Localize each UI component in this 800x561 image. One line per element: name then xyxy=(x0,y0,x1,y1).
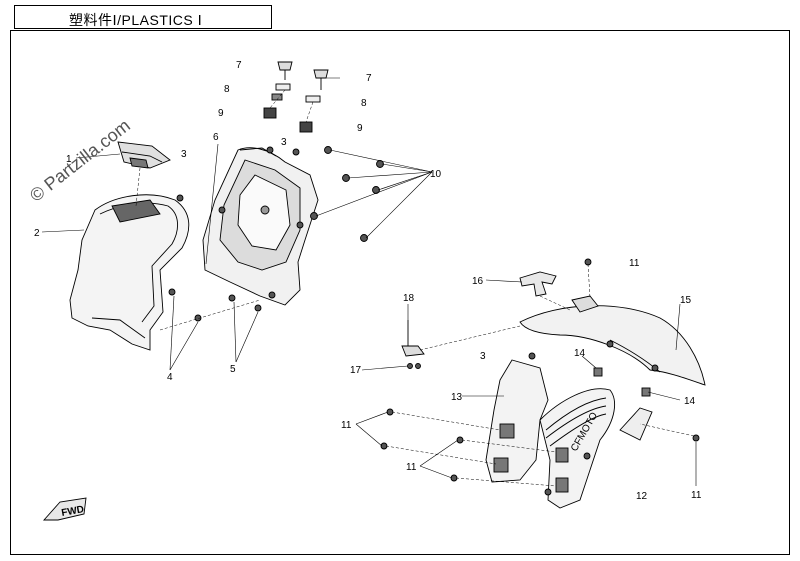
callout-10: 10 xyxy=(430,169,442,180)
part-1-cap[interactable] xyxy=(117,141,171,169)
part-16-bracket[interactable] xyxy=(519,271,557,297)
diagram-title: 塑料件Ⅰ/PLASTICS Ⅰ xyxy=(69,12,203,28)
part-17-screw[interactable] xyxy=(407,363,421,369)
callout-11a: 11 xyxy=(629,258,640,269)
callout-17: 17 xyxy=(350,365,362,376)
callout-14b: 14 xyxy=(684,396,696,407)
callout-12: 12 xyxy=(636,491,648,502)
callout-9a: 9 xyxy=(218,108,224,119)
assembly-lines xyxy=(135,89,695,487)
callout-14a: 14 xyxy=(574,348,586,359)
callout-15: 15 xyxy=(680,295,692,306)
callout-2: 2 xyxy=(34,228,40,239)
callout-16: 16 xyxy=(472,276,484,287)
callout-3b: 3 xyxy=(281,137,287,148)
part-12-right-fork-guard[interactable] xyxy=(539,388,653,509)
callout-9b: 9 xyxy=(357,123,363,134)
callout-11c: 11 xyxy=(406,462,417,473)
fwd-arrow-icon xyxy=(42,497,87,521)
diagram-frame xyxy=(10,30,790,555)
part-13-left-fork-guard[interactable] xyxy=(485,359,549,483)
part-18-clip[interactable] xyxy=(401,320,425,357)
title-box: 塑料件Ⅰ/PLASTICS Ⅰ xyxy=(14,5,272,29)
callout-1: 1 xyxy=(66,154,72,165)
callout-7a: 7 xyxy=(236,60,242,71)
callout-3c: 3 xyxy=(480,351,486,362)
callout-3a: 3 xyxy=(181,149,187,160)
part-6-headlight-housing[interactable] xyxy=(202,147,319,306)
callout-4: 4 xyxy=(167,372,173,383)
callout-8b: 8 xyxy=(361,98,367,109)
leader-lines xyxy=(41,77,697,486)
callout-11b: 11 xyxy=(341,420,352,431)
part-11-bolts[interactable] xyxy=(380,258,700,496)
callout-6: 6 xyxy=(213,132,219,143)
small-screws[interactable] xyxy=(168,194,262,322)
callout-7b: 7 xyxy=(366,73,372,84)
part-2-headlight-cover[interactable] xyxy=(69,194,190,351)
fastener-stack-left[interactable] xyxy=(263,61,293,119)
callout-18: 18 xyxy=(403,293,415,304)
callout-8a: 8 xyxy=(224,84,230,95)
part-15-front-fender[interactable] xyxy=(519,295,706,386)
part-14-spacers[interactable] xyxy=(593,367,651,397)
callout-13: 13 xyxy=(451,392,463,403)
callout-5: 5 xyxy=(230,364,236,375)
fastener-stack-right[interactable] xyxy=(299,69,329,133)
callout-11d: 11 xyxy=(691,490,702,501)
fwd-label: FWD xyxy=(61,504,85,519)
